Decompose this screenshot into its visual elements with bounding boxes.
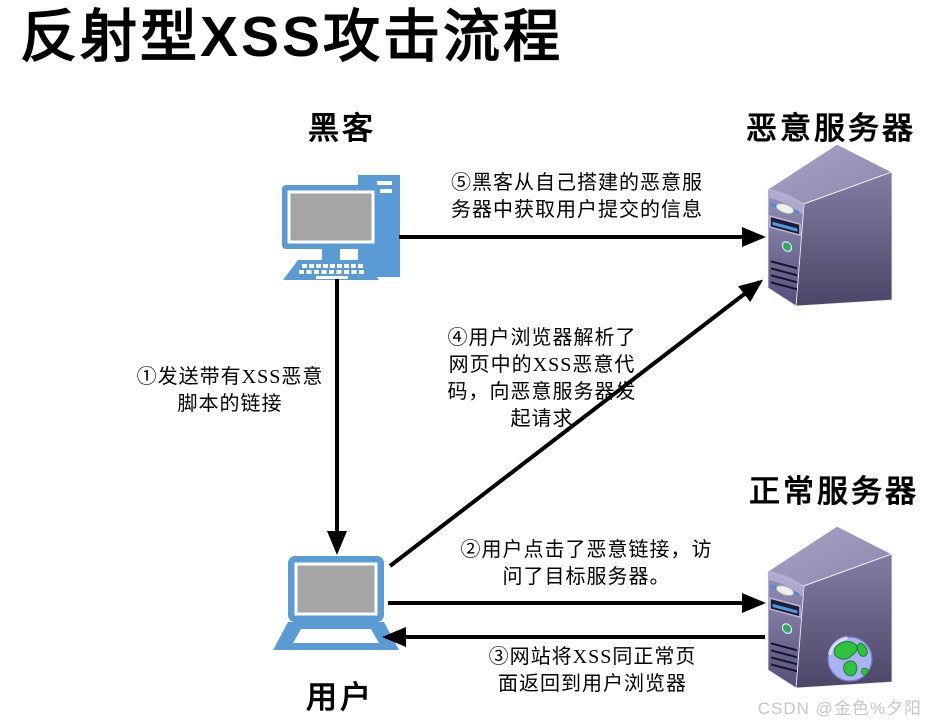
normal-server-label: 正常服务器 xyxy=(749,474,919,509)
step-2-text: ②用户点击了恶意链接，访 问了目标服务器。 xyxy=(460,539,713,588)
user-laptop-icon xyxy=(273,556,399,650)
user-label: 用户 xyxy=(306,680,374,715)
server-front-panel xyxy=(769,203,801,291)
keyboard-keys xyxy=(299,264,364,279)
step-3-text: ③网站将XSS同正常页 面返回到用户浏览器 xyxy=(488,646,697,695)
malicious-server-icon xyxy=(766,143,892,307)
vent-lines xyxy=(771,642,797,673)
power-led xyxy=(781,241,793,253)
normal-server-icon xyxy=(766,525,892,689)
step-1-text: ①发送带有XSS恶意 脚本的链接 xyxy=(136,366,324,415)
malicious-server-label: 恶意服务器 xyxy=(746,111,916,146)
vent-lines xyxy=(771,260,797,291)
page-title: 反射型XSS攻击流程 xyxy=(20,5,564,69)
hacker-label: 黑客 xyxy=(308,111,376,146)
power-led xyxy=(781,623,793,635)
globe-icon xyxy=(827,636,873,682)
csdn-watermark: CSDN @金色%夕阳 xyxy=(757,699,922,718)
step-5-text: ⑤黑客从自己搭建的恶意服 务器中获取用户提交的信息 xyxy=(451,172,703,221)
hacker-desktop-icon xyxy=(282,175,400,280)
server-front-panel xyxy=(769,585,801,673)
step-4-text: ④用户浏览器解析了 网页中的XSS恶意代 码，向恶意服务器发 起请求 xyxy=(447,327,637,430)
